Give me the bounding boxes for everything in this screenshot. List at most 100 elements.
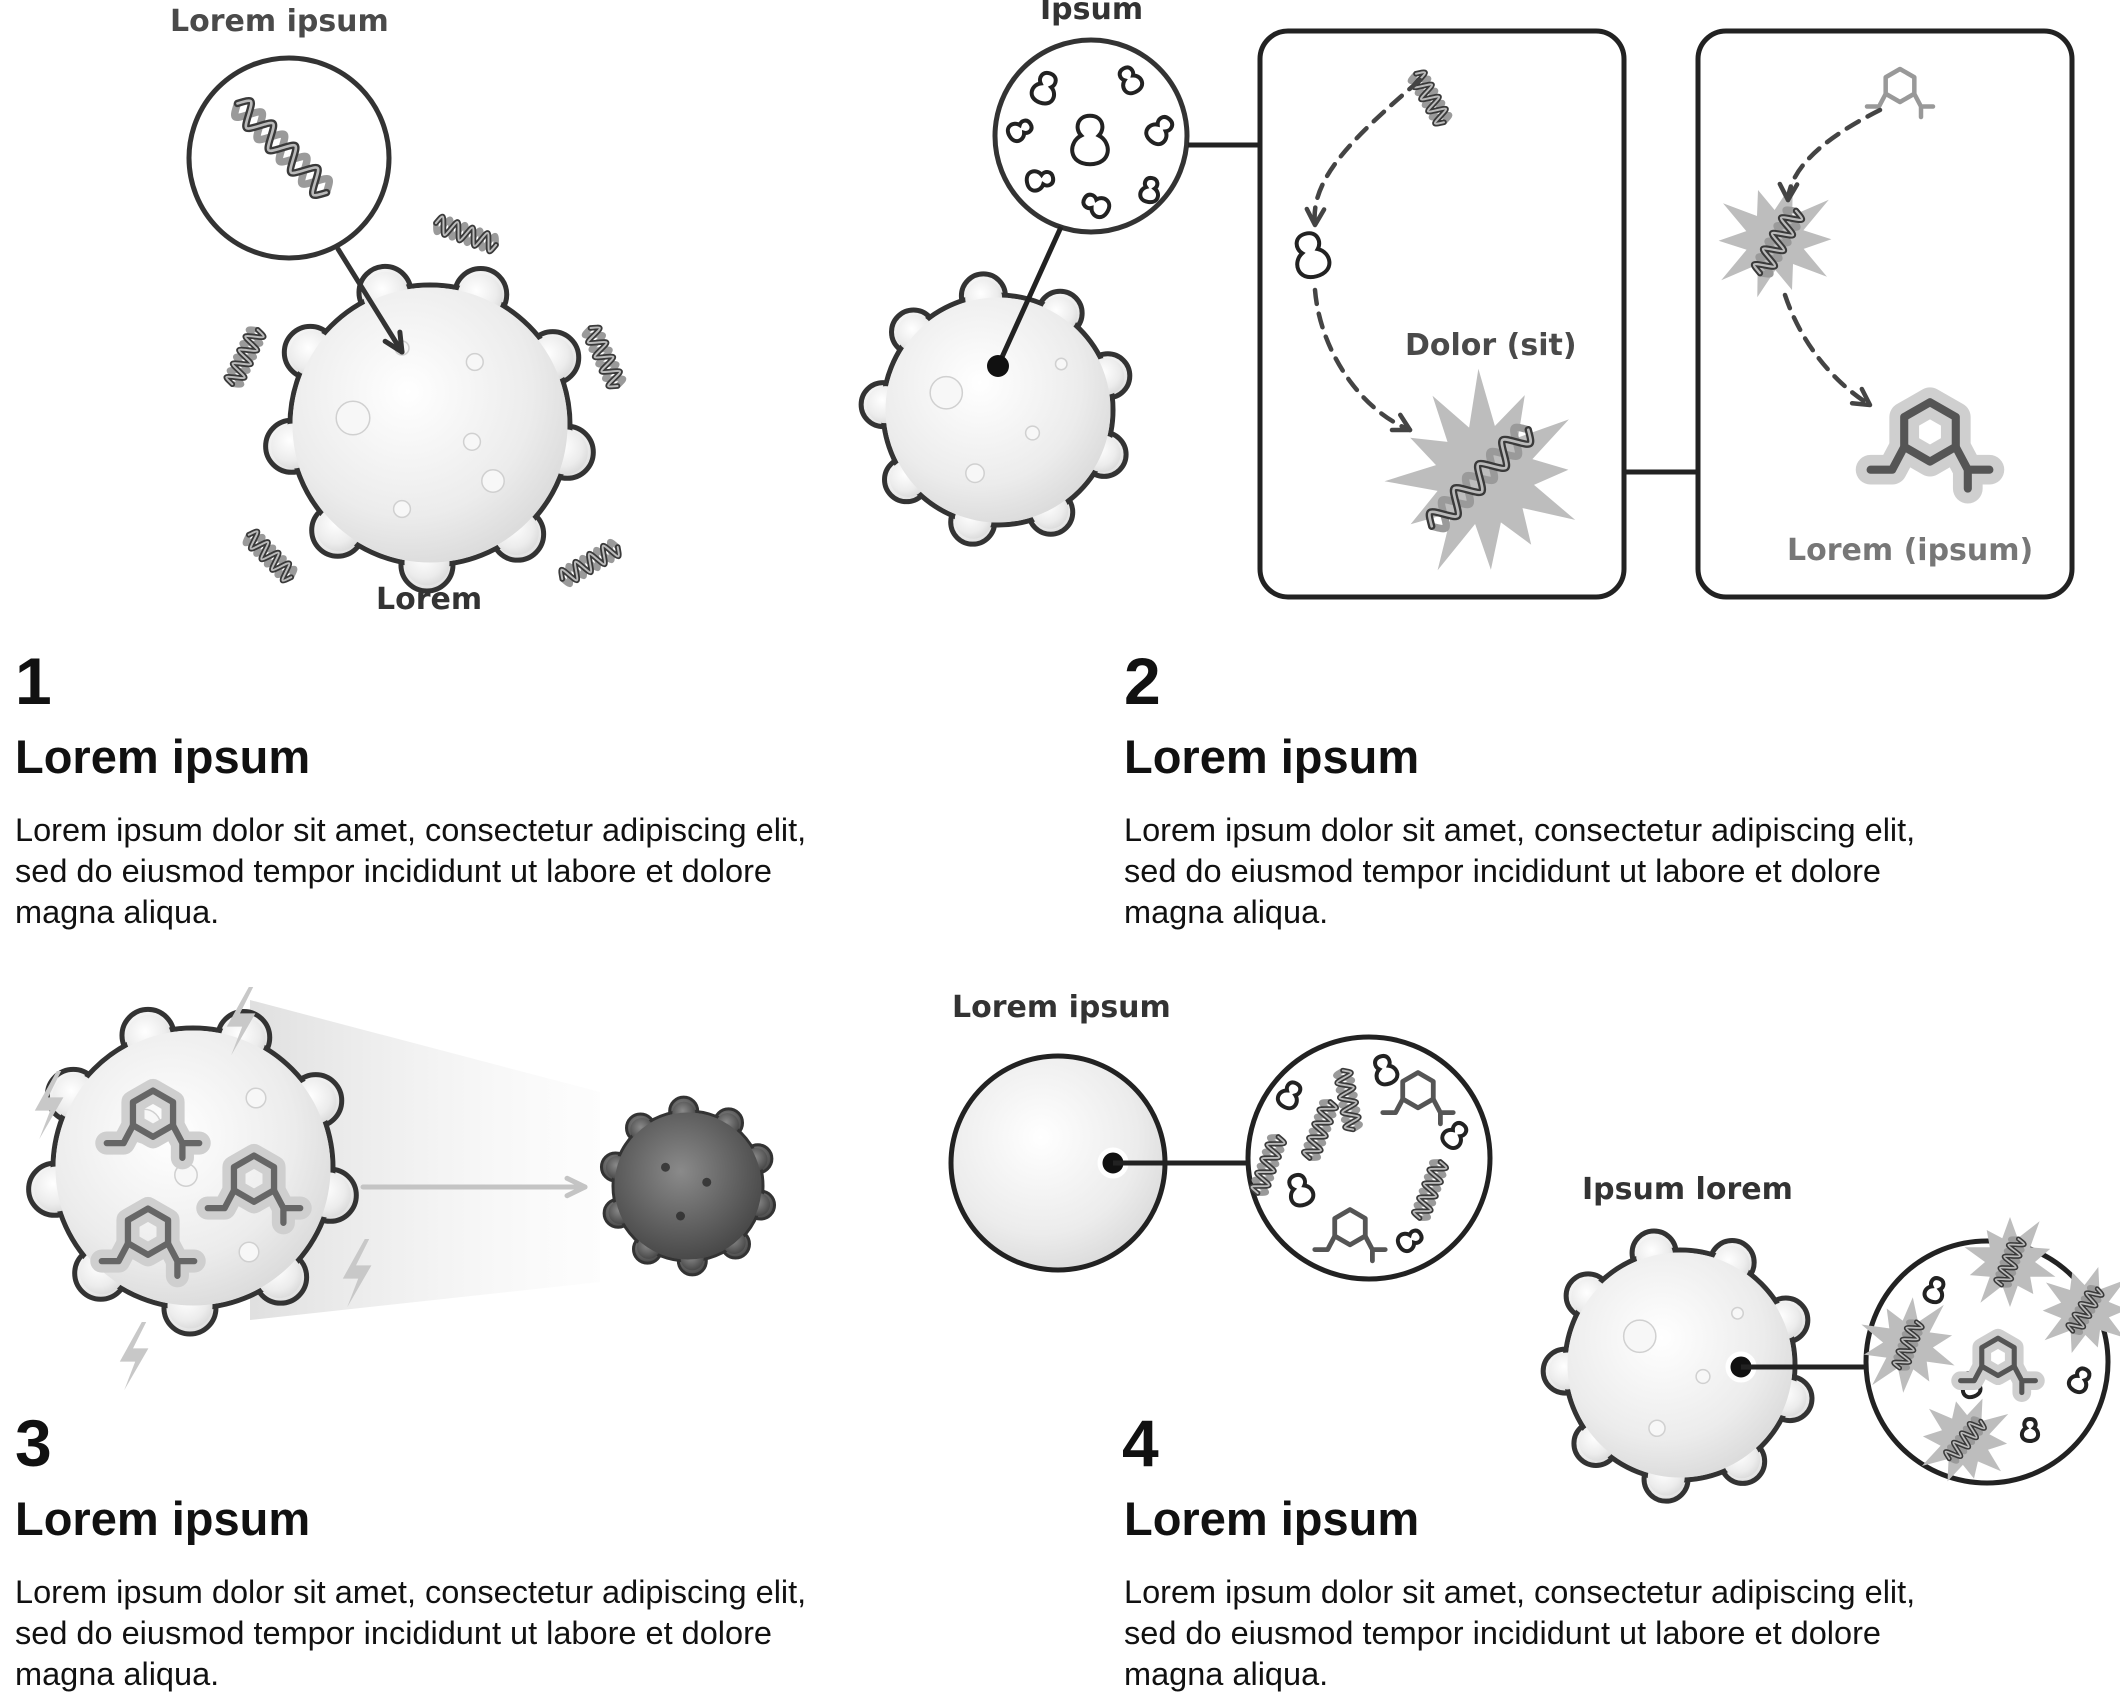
- cell-speckle: [1024, 425, 1041, 441]
- panel2-box2-strand: [1750, 206, 1806, 278]
- panel4-cell-a-label: Lorem ipsum: [952, 990, 1171, 1025]
- panel3-dark-cell: [599, 1095, 777, 1277]
- panel4-inset-a-molecule: [1380, 1070, 1456, 1127]
- peanut-shape: [2066, 1366, 2092, 1395]
- panel2-inset-peanut: [1081, 192, 1112, 220]
- cell-body-fill: [614, 1112, 762, 1260]
- panel2-inset-peanut: [1070, 113, 1110, 167]
- panel2-box2-label: Lorem (ipsum): [1787, 533, 2034, 568]
- panel2-inset-peanut: [1029, 70, 1058, 106]
- molecule-tails: [98, 1240, 198, 1279]
- panel1-inset-strand: [230, 96, 334, 200]
- strand-highlight: [1412, 1160, 1448, 1220]
- panel2-inset-peanut: [1144, 115, 1175, 147]
- step-2-number: 2: [1124, 644, 1161, 718]
- strand-highlight: [225, 328, 265, 386]
- strand-highlight: [1892, 1321, 1924, 1369]
- panel2-inset-peanut: [1138, 175, 1160, 205]
- panel4-inset-b-strand: [1891, 1319, 1925, 1371]
- cell-speckle: [1731, 1306, 1744, 1320]
- panel3-molecule-b: [196, 1144, 312, 1235]
- cell-speckle: [1622, 1319, 1657, 1354]
- cell-speckle: [245, 1087, 267, 1109]
- panel3-lightning-c: [342, 1239, 372, 1308]
- step-3-title: Lorem ipsum: [15, 1492, 311, 1545]
- cell-speckle: [676, 1211, 685, 1221]
- panel3-lightning-a: [226, 987, 256, 1056]
- panel4-inset-b-strand: [1943, 1416, 1987, 1464]
- molecule-ring: [1883, 66, 1917, 105]
- strand-highlight: [1336, 1069, 1360, 1131]
- panel2-pointer-dot: [987, 355, 1009, 377]
- panel2-box1-label: Dolor (sit): [1405, 328, 1577, 363]
- step-3-number: 3: [15, 1406, 52, 1480]
- panel4-inset-a-peanut: [1287, 1172, 1316, 1208]
- cell-speckle: [465, 352, 484, 372]
- panel1-strand-a: [433, 213, 499, 255]
- step-2-title: Lorem ipsum: [1124, 730, 1420, 783]
- step-4-body: Lorem ipsum dolor sit amet, consectetur …: [1124, 1574, 1916, 1692]
- molecule-tails: [1958, 1363, 2038, 1396]
- arrow-path: [1782, 292, 1873, 408]
- panel2-box2-molecule: [1855, 387, 2005, 504]
- panel2-inset-peanut: [1117, 65, 1145, 96]
- panel4-inset-b-strand: [2065, 1285, 2105, 1335]
- cell-speckle: [1054, 357, 1068, 371]
- panel1-strand-b: [223, 326, 267, 388]
- cell-speckle: [965, 463, 985, 484]
- panel2-box1-arrow-bottom: [1312, 287, 1413, 433]
- arrow-head: [1389, 412, 1413, 433]
- lightning-shape: [119, 1322, 149, 1391]
- panel2-box1-peanut: [1294, 231, 1332, 280]
- strand-highlight: [434, 215, 498, 253]
- arrow-path: [1312, 287, 1413, 433]
- panel1-strand-c: [581, 324, 627, 390]
- molecule-tails: [1380, 1096, 1456, 1127]
- panel2-box2-arrow-bottom: [1782, 292, 1873, 408]
- panel1-cell: [263, 263, 596, 594]
- panel4-inset-b-peanut: [2019, 1416, 2041, 1444]
- step-4-number: 4: [1122, 1406, 1159, 1480]
- step-1-body: Lorem ipsum dolor sit amet, consectetur …: [15, 812, 807, 930]
- molecule-tails: [1864, 91, 1936, 120]
- panel3-beam: [250, 1000, 600, 1320]
- molecule-ring: [1900, 398, 1960, 466]
- peanut-shape: [1144, 115, 1175, 147]
- lightning-shape: [34, 1071, 64, 1140]
- cell-speckle: [238, 1241, 260, 1263]
- cell-speckle: [392, 499, 412, 519]
- strand-highlight: [236, 99, 328, 197]
- panel4-inset-a-peanut: [1440, 1121, 1469, 1151]
- panel4-inset-b-strand: [1993, 1236, 2027, 1288]
- panel4-inset-a-strand: [1410, 1159, 1450, 1221]
- cell-speckle: [462, 432, 482, 451]
- arrow-head: [564, 1175, 588, 1199]
- peanut-shape: [1287, 1172, 1316, 1208]
- panel4-inset-a-peanut: [1275, 1080, 1303, 1111]
- step-4-title: Lorem ipsum: [1124, 1492, 1420, 1545]
- step-1-title: Lorem ipsum: [15, 730, 311, 783]
- strand-highlight: [1944, 1420, 1986, 1460]
- strand-highlight: [1250, 1135, 1286, 1195]
- panel3-molecule-a: [95, 1079, 211, 1170]
- panel4-inset-a-strand: [1248, 1134, 1288, 1196]
- panel2-pointer-line: [995, 225, 1064, 368]
- step-2-body: Lorem ipsum dolor sit amet, consectetur …: [1124, 812, 1916, 930]
- panel2-box2: [1695, 28, 2075, 600]
- peanut-shape: [1294, 231, 1332, 280]
- panel1-cell-label: Lorem: [376, 582, 483, 617]
- panel2-box2-arrow-top: [1777, 107, 1883, 203]
- arrow-head: [1777, 181, 1800, 203]
- panel2-cell: [858, 271, 1133, 547]
- panel2-box1-arrow-top: [1304, 77, 1423, 228]
- arrow-head: [382, 329, 405, 355]
- panel4-inset-b-peanut: [1922, 1276, 1946, 1305]
- arrow-head: [1849, 386, 1873, 408]
- panel4-inset-a-peanut: [1395, 1228, 1424, 1254]
- panel4-cell-b: [1540, 1228, 1815, 1504]
- cell-speckle: [1648, 1419, 1666, 1438]
- panel4-inset-a-strand: [1333, 1067, 1363, 1133]
- peanut-shape: [1081, 192, 1112, 220]
- molecule-tails: [1866, 442, 1994, 493]
